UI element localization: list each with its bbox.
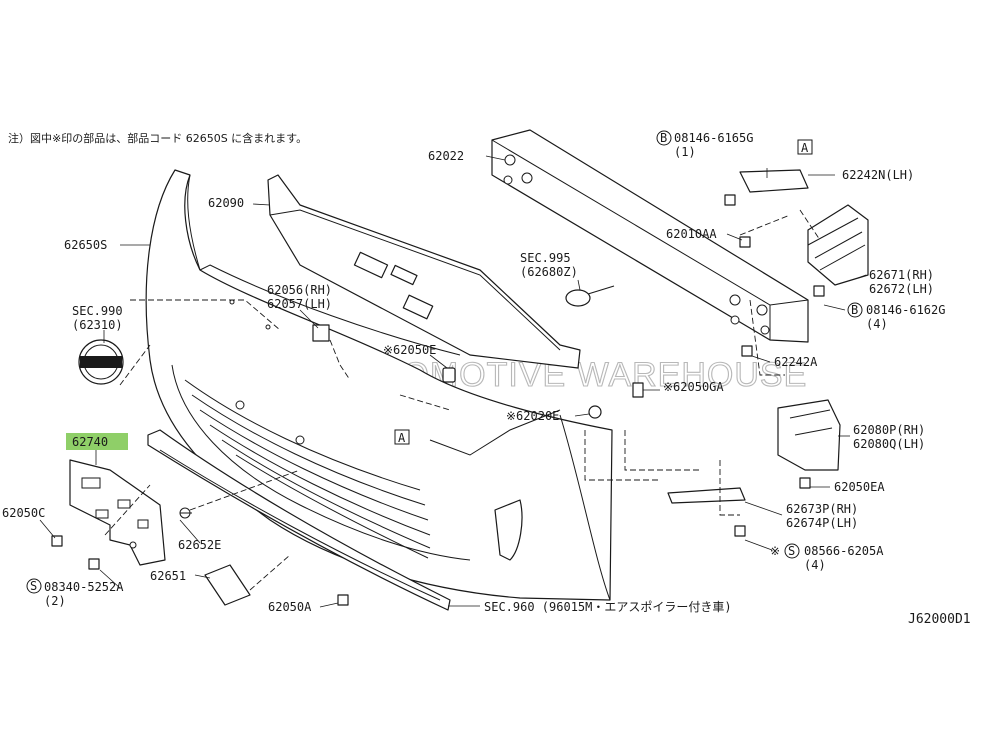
energy-absorber-62090[interactable] [267, 174, 581, 369]
svg-text:B: B [660, 131, 667, 145]
label-62056: 62056(RH) [267, 283, 332, 297]
bracket-62080P-62080Q[interactable] [777, 399, 841, 471]
reference-box-a-center: A [394, 429, 410, 445]
label-62050C: 62050C [2, 506, 45, 520]
label-62050E: ※62050E [383, 343, 436, 357]
leader-lines [39, 155, 867, 608]
label-62674P: 62674P(LH) [786, 516, 858, 530]
highlight-62740 [66, 433, 128, 450]
label-62673P: 62673P(RH) [786, 502, 858, 516]
label-62651: 62651 [150, 569, 186, 583]
label-08340-5252A: 08340-5252A [44, 580, 124, 594]
label-62057: 62057(LH) [267, 297, 332, 311]
label-sec960: SEC.960 (96015M・エアスポイラー付き車) [484, 600, 732, 614]
parts-note: 注）図中※印の部品は、部品コード 62650S に含まれます。 [8, 131, 307, 145]
bumper-fascia-62650S[interactable] [145, 169, 613, 601]
svg-text:S: S [788, 544, 795, 558]
label-62090: 62090 [208, 196, 244, 210]
svg-text:A: A [801, 141, 809, 155]
grille-slats [184, 379, 431, 559]
label-08146a-qty: (1) [674, 145, 696, 159]
side-bracket-62671-62672[interactable] [807, 204, 869, 286]
clip-62652E[interactable] [179, 507, 192, 519]
emblem-icon[interactable] [78, 339, 124, 385]
bracket-62056-62057[interactable] [312, 324, 330, 342]
license-plate-bracket-62740[interactable] [69, 459, 166, 566]
label-62050EA: 62050EA [834, 480, 885, 494]
assembly-lines [104, 209, 821, 591]
clip-62020E[interactable] [588, 405, 602, 419]
label-62020E: ※62020E [506, 409, 559, 423]
label-62010AA: 62010AA [666, 227, 717, 241]
label-62740: 62740 [72, 435, 108, 449]
label-62652E: 62652E [178, 538, 221, 552]
svg-text:B: B [851, 303, 858, 317]
label-sec995: SEC.995 [520, 251, 571, 265]
label-62650S: 62650S [64, 238, 107, 252]
label-62080Q: 62080Q(LH) [853, 437, 925, 451]
lower-lip-strip[interactable] [147, 429, 451, 611]
part-labels: 62022 62090 62650S SEC.990 (62310) 62056… [2, 130, 945, 614]
label-08340-qty: (2) [44, 594, 66, 608]
clip-62050GA[interactable] [632, 382, 644, 398]
diagram-code: J62000D1 [908, 612, 971, 627]
label-62022: 62022 [428, 149, 464, 163]
bracket-62651[interactable] [204, 564, 251, 606]
bracket-62242N[interactable] [739, 169, 809, 193]
label-sec990-sub: (62310) [72, 318, 123, 332]
bolt-icons [51, 194, 825, 606]
label-62080P: 62080P(RH) [853, 423, 925, 437]
label-asterisk: ※ [770, 544, 780, 558]
label-62672: 62672(LH) [869, 282, 934, 296]
svg-text:A: A [398, 431, 406, 445]
label-62671: 62671(RH) [869, 268, 934, 282]
bracket-62673P-62674P[interactable] [667, 487, 746, 504]
svg-text:S: S [30, 579, 37, 593]
label-08146-6165G: 08146-6165G [674, 131, 753, 145]
label-62242N: 62242N(LH) [842, 168, 914, 182]
label-sec995-sub: (62680Z) [520, 265, 578, 279]
label-08146b-qty: (4) [866, 317, 888, 331]
label-sec990: SEC.990 [72, 304, 123, 318]
reference-box-a-top: A [797, 139, 813, 155]
label-62050GA: ※62050GA [663, 380, 724, 394]
label-62050A: 62050A [268, 600, 312, 614]
reinforcement-beam-62022[interactable] [491, 129, 809, 343]
label-08146-6162G: 08146-6162G [866, 303, 945, 317]
tow-hook-sec995[interactable] [565, 285, 615, 307]
label-08566-qty: (4) [804, 558, 826, 572]
clip-62050E[interactable] [442, 367, 456, 383]
label-62242A: 62242A [774, 355, 818, 369]
label-08566-6205A: 08566-6205A [804, 544, 884, 558]
